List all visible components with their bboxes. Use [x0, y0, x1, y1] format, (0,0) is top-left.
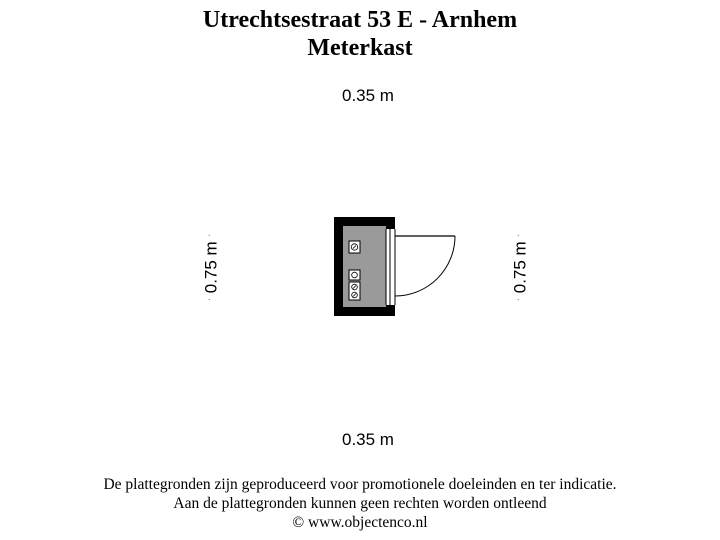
gas-meter-icon — [348, 269, 361, 281]
disclaimer-line-2: Aan de plattegronden kunnen geen rechten… — [173, 495, 547, 512]
disclaimer-line-1: De plattegronden zijn geproduceerd voor … — [103, 476, 617, 493]
electric-meter-icon — [348, 281, 361, 301]
dimension-top: 0.35 m — [342, 86, 394, 105]
dimension-bottom: 0.35 m — [342, 430, 394, 449]
page-title: Utrechtsestraat 53 E - Arnhem — [202, 7, 518, 33]
page-subtitle: Meterkast — [307, 35, 413, 61]
door-swing-arc — [394, 235, 456, 297]
meter-icon — [348, 240, 361, 254]
copyright-line: © www.objectenco.nl — [292, 514, 428, 531]
